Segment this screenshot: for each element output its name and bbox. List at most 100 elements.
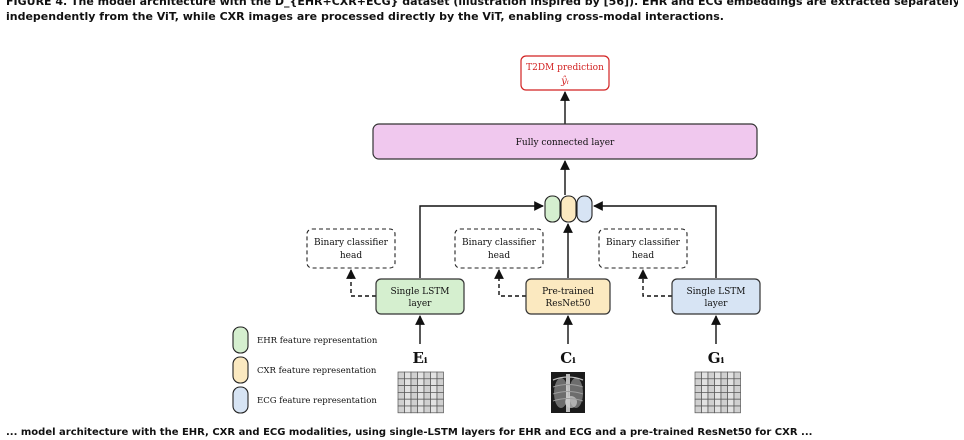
- encoder-ecg-line1: Single LSTM: [686, 287, 745, 297]
- grid-cell: [707, 371, 715, 380]
- grid-cell: [417, 378, 425, 386]
- grid-cell: [430, 378, 438, 386]
- grid-cell: [423, 398, 431, 407]
- grid-cell: [694, 378, 702, 386]
- fully-connected-layer: [372, 123, 758, 160]
- grid-cell: [701, 405, 709, 414]
- grid-cell: [694, 392, 702, 400]
- grid-cell: [430, 392, 438, 400]
- input-symbol-ecg: Gᵢ: [708, 349, 725, 367]
- head-cxr-line2: head: [488, 251, 510, 261]
- encoder-cxr-line1: Pre-trained: [542, 287, 594, 297]
- grid-cell: [410, 398, 418, 407]
- grid-cell: [714, 378, 722, 386]
- grid-cell: [410, 385, 418, 393]
- ehr-to-fusion-arrow: [419, 201, 544, 278]
- grid-cell: [430, 371, 438, 380]
- grid-cell: [733, 392, 741, 400]
- encoder-cxr-line2: ResNet50: [546, 299, 591, 309]
- grid-cell: [727, 371, 735, 380]
- grid-cell: [423, 405, 431, 414]
- grid-cell: [694, 371, 702, 380]
- grid-cell: [720, 398, 728, 407]
- grid-cell: [714, 371, 722, 380]
- encoder-ehr-line1: Single LSTM: [390, 287, 449, 297]
- grid-cell: [417, 371, 425, 380]
- grid-cell: [720, 405, 728, 414]
- grid-cell: [397, 392, 405, 400]
- legend-swatch-ecg: [232, 386, 249, 414]
- grid-cell: [714, 398, 722, 407]
- grid-cell: [733, 378, 741, 386]
- grid-cell: [720, 385, 728, 393]
- grid-cell: [701, 392, 709, 400]
- grid-cell: [404, 371, 412, 380]
- grid-cell: [430, 385, 438, 393]
- encoder-ehr: Single LSTM layer: [375, 278, 465, 315]
- legend-swatch-ehr: [232, 326, 249, 354]
- grid-cell: [707, 385, 715, 393]
- grid-cell: [404, 405, 412, 414]
- grid-cell: [417, 398, 425, 407]
- grid-cell: [707, 392, 715, 400]
- grid-cell: [436, 405, 444, 414]
- grid-cell: [436, 371, 444, 380]
- grid-cell: [404, 378, 412, 386]
- output-box: [520, 55, 610, 91]
- grid-cell: [720, 378, 728, 386]
- encoder-ecg-line2: layer: [705, 299, 729, 309]
- figure-caption: FIGURE 4. The model architecture with th…: [6, 0, 958, 24]
- grid-cell: [417, 405, 425, 414]
- ecg-to-head-arrow: [638, 269, 672, 297]
- legend-swatch-cxr: [232, 356, 249, 384]
- cxr-to-head-arrow: [494, 269, 526, 297]
- input-symbol-cxr: Cᵢ: [560, 349, 576, 367]
- grid-cell: [701, 398, 709, 407]
- legend: EHR feature representation CXR feature r…: [232, 326, 378, 414]
- caption-line-2: independently from the ViT, while CXR im…: [6, 10, 724, 23]
- grid-cell: [720, 371, 728, 380]
- legend-label-ehr: EHR feature representation: [257, 336, 378, 346]
- grid-cell: [397, 371, 405, 380]
- grid-cell: [436, 385, 444, 393]
- encoder-ecg: Single LSTM layer: [671, 278, 761, 315]
- grid-cell: [423, 371, 431, 380]
- fused-ecg-representation: [576, 195, 593, 223]
- grid-cell: [714, 385, 722, 393]
- grid-cell: [727, 378, 735, 386]
- ecg-input-grid: [694, 371, 741, 414]
- encoder-ehr-line2: layer: [409, 299, 433, 309]
- grid-cell: [404, 392, 412, 400]
- grid-cell: [436, 392, 444, 400]
- grid-cell: [430, 405, 438, 414]
- grid-cell: [720, 392, 728, 400]
- legend-label-cxr: CXR feature representation: [257, 366, 377, 376]
- head-ecg-line2: head: [632, 251, 654, 261]
- ehr-to-head-arrow: [346, 269, 376, 297]
- grid-cell: [410, 392, 418, 400]
- grid-cell: [397, 405, 405, 414]
- caption-bottom-partial: ... model architecture with the EHR, CXR…: [6, 427, 813, 438]
- grid-cell: [410, 378, 418, 386]
- grid-cell: [436, 378, 444, 386]
- grid-cell: [733, 405, 741, 414]
- legend-label-ecg: ECG feature representation: [257, 396, 377, 406]
- output-symbol: ŷᵢ: [560, 76, 569, 87]
- grid-cell: [727, 398, 735, 407]
- fc-layer-label: Fully connected layer: [516, 138, 615, 148]
- grid-cell: [423, 392, 431, 400]
- grid-cell: [707, 378, 715, 386]
- grid-cell: [714, 405, 722, 414]
- grid-cell: [397, 385, 405, 393]
- ehr-input-grid: [397, 371, 444, 414]
- fused-cxr-representation: [560, 195, 577, 223]
- grid-cell: [397, 378, 405, 386]
- head-ehr-line2: head: [340, 251, 362, 261]
- classifier-head-ehr: Binary classifier head: [306, 228, 396, 269]
- ecg-to-fusion-arrow: [593, 201, 717, 278]
- grid-cell: [701, 378, 709, 386]
- grid-cell: [701, 385, 709, 393]
- grid-cell: [404, 385, 412, 393]
- grid-cell: [410, 405, 418, 414]
